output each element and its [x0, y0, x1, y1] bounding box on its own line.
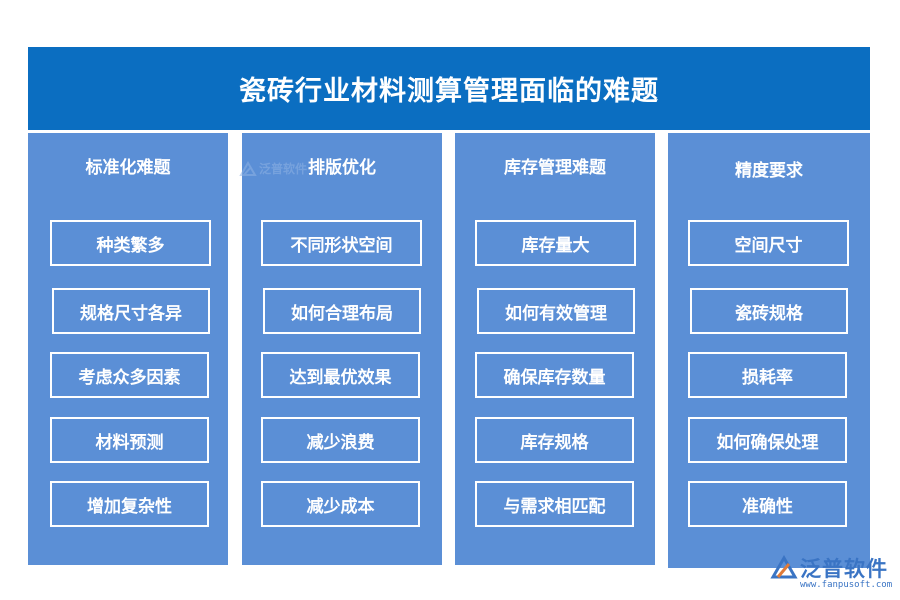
brand-name: 泛普软件: [800, 557, 888, 581]
brand-url: www.fanpusoft.com: [800, 580, 893, 590]
column-item: 规格尺寸各异: [52, 288, 210, 334]
column-inventory-management: 库存管理难题 库存量大 如何有效管理 确保库存数量 库存规格 与需求相匹配: [455, 133, 655, 565]
column-item: 准确性: [688, 481, 847, 527]
diagram-header: 瓷砖行业材料测算管理面临的难题: [28, 47, 870, 130]
watermark-text: 泛普软件: [259, 162, 308, 176]
column-item: 减少浪费: [261, 417, 420, 463]
column-title: 排版优化: [308, 158, 376, 178]
column-precision: 精度要求 空间尺寸 瓷砖规格 损耗率 如何确保处理 准确性: [668, 133, 870, 568]
column-item: 减少成本: [261, 481, 420, 527]
column-item: 库存规格: [475, 417, 634, 463]
column-item: 空间尺寸: [688, 220, 849, 266]
column-item: 如何确保处理: [688, 417, 847, 463]
column-item: 如何合理布局: [263, 288, 421, 334]
fanpu-logo-icon: [239, 160, 257, 176]
column-item: 库存量大: [475, 220, 636, 266]
column-item: 材料预测: [50, 417, 209, 463]
fanpu-logo-icon: [770, 555, 798, 579]
column-item: 达到最优效果: [261, 352, 420, 398]
column-item: 确保库存数量: [475, 352, 634, 398]
column-item: 损耗率: [688, 352, 847, 398]
column-title: 精度要求: [735, 161, 803, 181]
column-item: 瓷砖规格: [690, 288, 848, 334]
column-item: 不同形状空间: [261, 220, 422, 266]
column-layout-optimization: 排版优化 不同形状空间 如何合理布局 达到最优效果 减少浪费 减少成本: [242, 133, 442, 565]
column-item: 如何有效管理: [477, 288, 635, 334]
brand-logo: 泛普软件 www.fanpusoft.com: [770, 553, 894, 597]
column-title: 库存管理难题: [504, 158, 606, 178]
column-item: 与需求相匹配: [475, 481, 634, 527]
watermark: 泛普软件: [239, 160, 307, 177]
column-item: 增加复杂性: [50, 481, 209, 527]
column-item: 考虑众多因素: [50, 352, 209, 398]
diagram-title: 瓷砖行业材料测算管理面临的难题: [239, 76, 659, 107]
column-standardization: 标准化难题 种类繁多 规格尺寸各异 考虑众多因素 材料预测 增加复杂性: [28, 133, 228, 565]
column-title: 标准化难题: [85, 158, 171, 178]
column-item: 种类繁多: [50, 220, 211, 266]
